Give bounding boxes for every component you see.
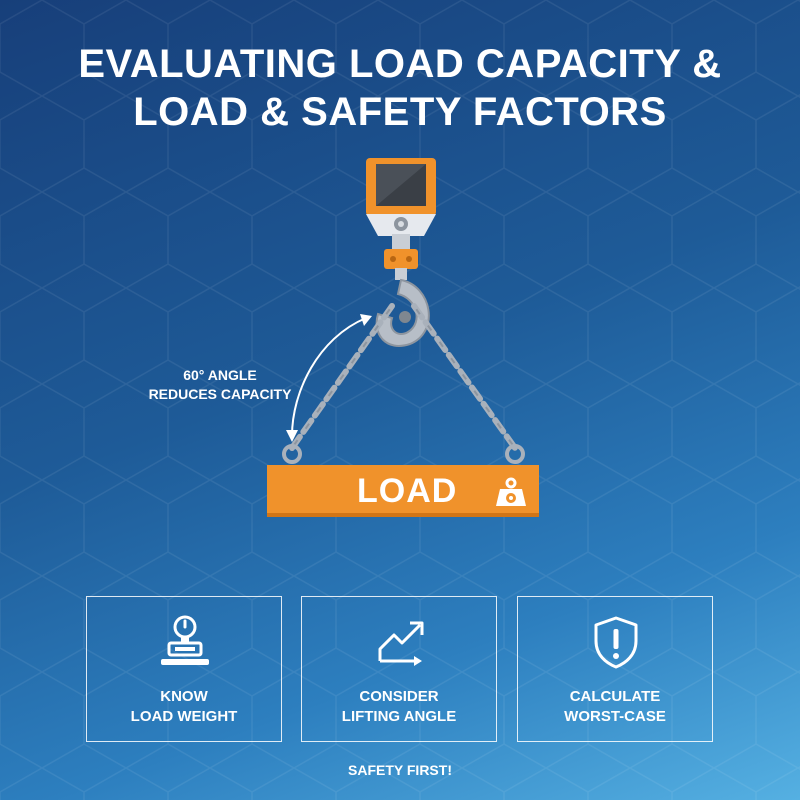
curved-double-arrow-icon xyxy=(286,314,372,442)
card-calculate-worst-case: CALCULATE WORST-CASE xyxy=(517,596,713,742)
angle-note-line-1: 60° ANGLE xyxy=(183,367,257,383)
angle-note: 60° ANGLE REDUCES CAPACITY xyxy=(140,366,300,404)
card-text: CALCULATE WORST-CASE xyxy=(518,687,712,727)
card-line-2: LOAD WEIGHT xyxy=(130,708,238,725)
card-consider-lifting-angle: CONSIDER LIFTING ANGLE xyxy=(301,596,497,742)
card-line-1: KNOW xyxy=(160,688,208,705)
card-text: KNOW LOAD WEIGHT xyxy=(87,687,281,727)
scale-icon xyxy=(161,615,209,665)
card-line-2: LIFTING ANGLE xyxy=(341,708,457,725)
weight-icon xyxy=(496,477,526,506)
load-label: LOAD xyxy=(357,472,458,510)
page-title: EVALUATING LOAD CAPACITY & LOAD & SAFETY… xyxy=(0,40,800,136)
angle-note-line-2: REDUCES CAPACITY xyxy=(148,386,292,402)
title-line-1: EVALUATING LOAD CAPACITY & xyxy=(78,42,722,86)
card-line-1: CALCULATE xyxy=(569,688,661,705)
title-line-2: LOAD & SAFETY FACTORS xyxy=(133,90,667,134)
warning-shield-icon xyxy=(594,616,638,669)
footer-safety-first: SAFETY FIRST! xyxy=(348,762,452,778)
card-text: CONSIDER LIFTING ANGLE xyxy=(302,687,496,727)
angle-arrow-icon xyxy=(378,621,424,666)
load-bar: LOAD xyxy=(267,465,539,517)
card-know-load-weight: KNOW LOAD WEIGHT xyxy=(86,596,282,742)
chain-icon xyxy=(282,303,525,464)
card-line-1: CONSIDER xyxy=(359,688,439,705)
card-line-2: WORST-CASE xyxy=(564,708,666,725)
crane-hook-icon xyxy=(366,158,436,347)
